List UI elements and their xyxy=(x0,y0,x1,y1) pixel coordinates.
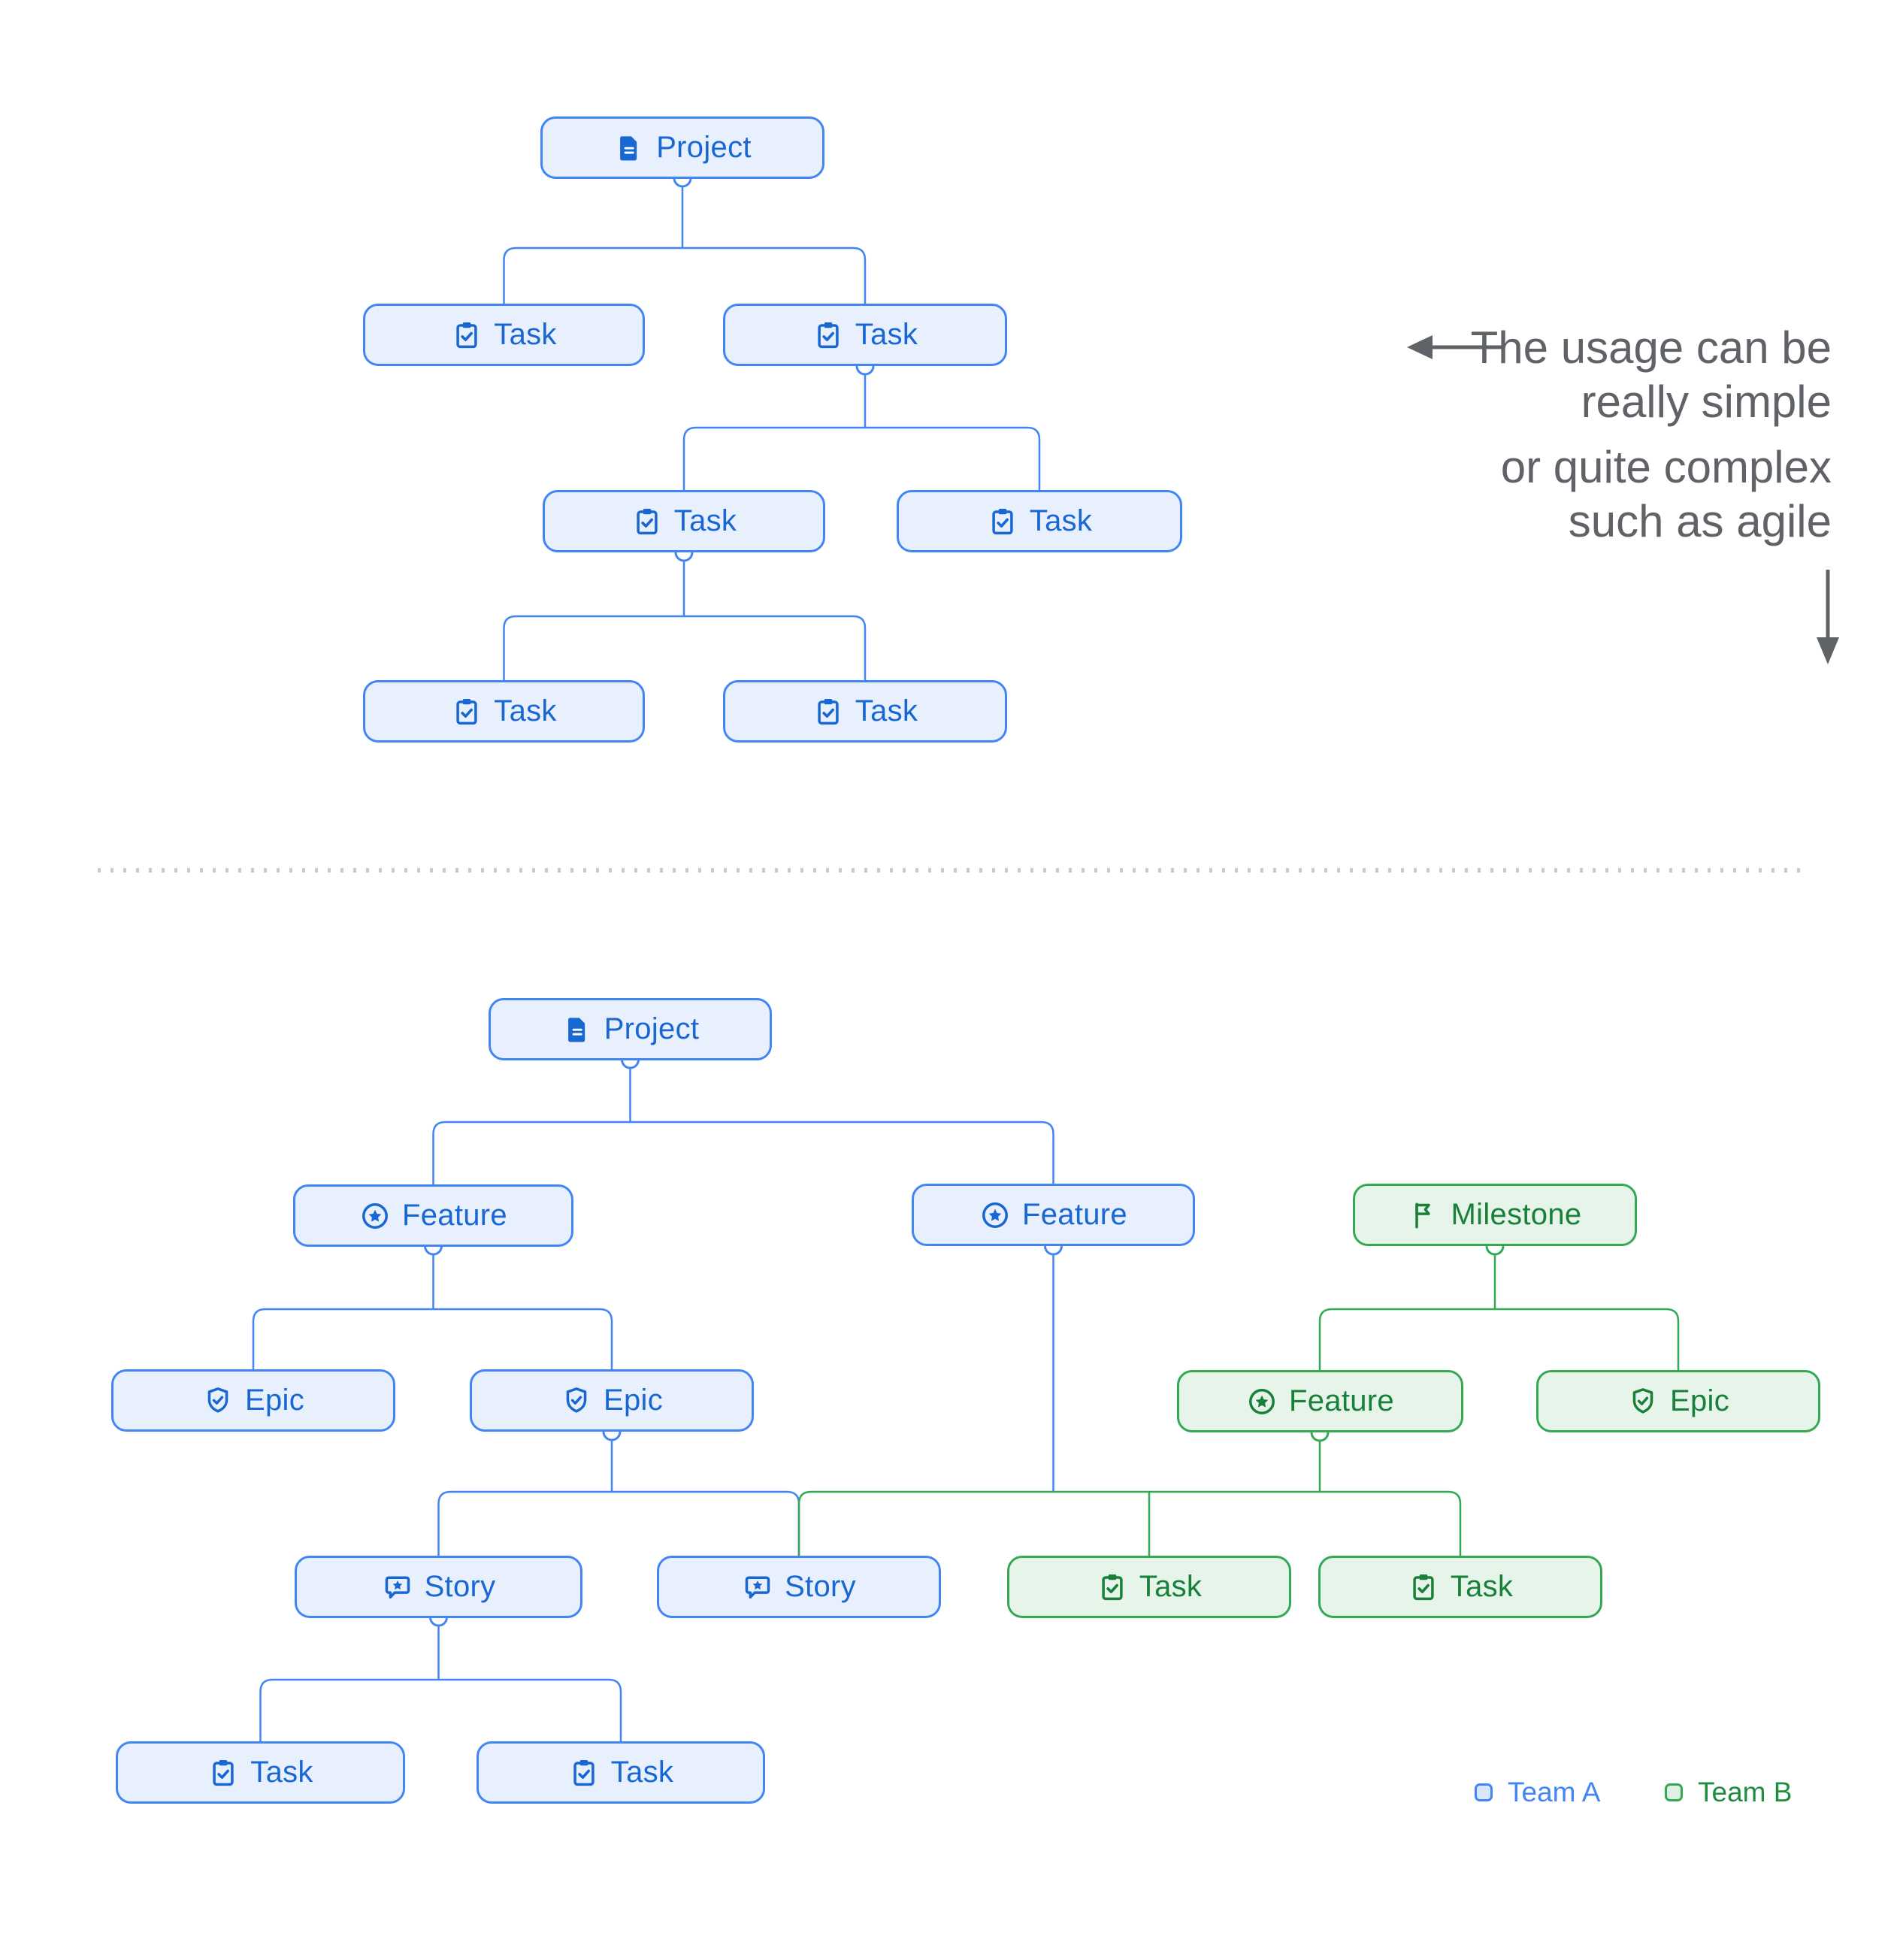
team-b-connectors xyxy=(797,1254,1680,1556)
team-b-label: Team B xyxy=(1698,1777,1793,1807)
node-label: Task xyxy=(494,318,557,351)
connector-fork-story1 xyxy=(259,1678,622,1741)
legend-team-a: Team A xyxy=(1475,1775,1600,1810)
node-label: Task xyxy=(610,1756,674,1789)
connector-fork-epic2 xyxy=(437,1490,800,1556)
node-label: Epic xyxy=(603,1384,663,1417)
legend-team-b: Team B xyxy=(1665,1775,1792,1810)
connector-fork-project1 xyxy=(503,247,867,304)
task-icon xyxy=(1408,1571,1439,1603)
connector-fork-milestone xyxy=(1318,1308,1680,1370)
document-icon xyxy=(561,1014,593,1045)
node-label: Task xyxy=(250,1756,313,1789)
dotted-divider xyxy=(98,868,1807,873)
annotation-line: such as agile xyxy=(1568,496,1832,546)
node-task: Task xyxy=(1007,1556,1291,1618)
epic-icon xyxy=(202,1385,234,1417)
task-icon xyxy=(1097,1571,1128,1603)
node-task: Task xyxy=(1318,1556,1602,1618)
node-label: Task xyxy=(1450,1570,1514,1603)
annotation-line: The usage can be xyxy=(1470,322,1832,373)
task-icon xyxy=(987,506,1018,537)
node-task: Task xyxy=(363,304,645,366)
node-epic: Epic xyxy=(470,1369,754,1432)
down-arrow-head xyxy=(1817,637,1839,664)
task-icon xyxy=(207,1757,239,1789)
annotation-line: or quite complex xyxy=(1500,442,1832,492)
task-icon xyxy=(631,506,663,537)
feature-icon xyxy=(1246,1386,1278,1417)
node-label: Task xyxy=(855,318,918,351)
node-label: Task xyxy=(1029,504,1093,537)
node-task: Task xyxy=(543,490,825,552)
node-label: Epic xyxy=(1669,1384,1729,1417)
story-icon xyxy=(382,1571,413,1603)
feature-icon xyxy=(359,1200,391,1232)
node-epic: Epic xyxy=(1536,1370,1820,1432)
node-epic: Epic xyxy=(111,1369,395,1432)
milestone-icon xyxy=(1408,1199,1440,1231)
annotation-complex: or quite complex such as agile xyxy=(1501,440,1832,549)
task-icon xyxy=(451,696,483,727)
node-label: Milestone xyxy=(1451,1198,1582,1231)
node-story: Story xyxy=(295,1556,582,1618)
node-label: Project xyxy=(656,131,752,164)
story-icon xyxy=(742,1571,773,1603)
node-label: Task xyxy=(1139,1570,1203,1603)
connector-fork-task1r xyxy=(682,426,1041,490)
connector-fork-feature1 xyxy=(252,1308,613,1369)
left-arrow-head xyxy=(1407,335,1433,359)
epic-icon xyxy=(561,1385,592,1417)
feature-icon xyxy=(979,1199,1011,1231)
node-feature: Feature xyxy=(293,1184,573,1247)
node-task: Task xyxy=(723,680,1007,743)
connector-fork-project2 xyxy=(432,1121,1054,1184)
node-label: Feature xyxy=(1022,1198,1127,1231)
node-project: Project xyxy=(540,116,824,179)
node-milestone: Milestone xyxy=(1353,1184,1637,1246)
annotation-line: really simple xyxy=(1581,377,1832,427)
task-icon xyxy=(568,1757,600,1789)
node-task: Task xyxy=(363,680,645,743)
epic-icon xyxy=(1627,1386,1659,1417)
node-task: Task xyxy=(477,1741,765,1804)
task-icon xyxy=(451,319,483,351)
team-b-swatch xyxy=(1665,1783,1683,1801)
node-label: Task xyxy=(673,504,737,537)
connector-fork-task2l xyxy=(503,615,867,680)
node-label: Project xyxy=(604,1012,700,1045)
node-task: Task xyxy=(723,304,1007,366)
document-icon xyxy=(613,132,645,164)
team-a-connectors xyxy=(252,186,1054,1741)
node-label: Story xyxy=(424,1570,496,1603)
annotation-simple: The usage can be really simple xyxy=(1471,321,1832,429)
task-icon xyxy=(812,319,844,351)
team-a-label: Team A xyxy=(1508,1777,1601,1807)
node-label: Task xyxy=(855,694,918,727)
node-story: Story xyxy=(657,1556,941,1618)
annotation-arrows xyxy=(1407,335,1839,664)
node-label: Epic xyxy=(244,1384,304,1417)
node-label: Feature xyxy=(1289,1384,1394,1417)
node-feature: Feature xyxy=(912,1184,1195,1246)
node-label: Task xyxy=(494,694,557,727)
node-project: Project xyxy=(489,998,772,1060)
node-feature: Feature xyxy=(1177,1370,1463,1432)
node-task: Task xyxy=(897,490,1182,552)
task-icon xyxy=(812,696,844,727)
team-a-swatch xyxy=(1475,1783,1493,1801)
connector-rail-feature-green xyxy=(797,1490,1462,1556)
node-label: Feature xyxy=(402,1199,507,1232)
node-label: Story xyxy=(785,1570,856,1603)
node-task: Task xyxy=(116,1741,405,1804)
